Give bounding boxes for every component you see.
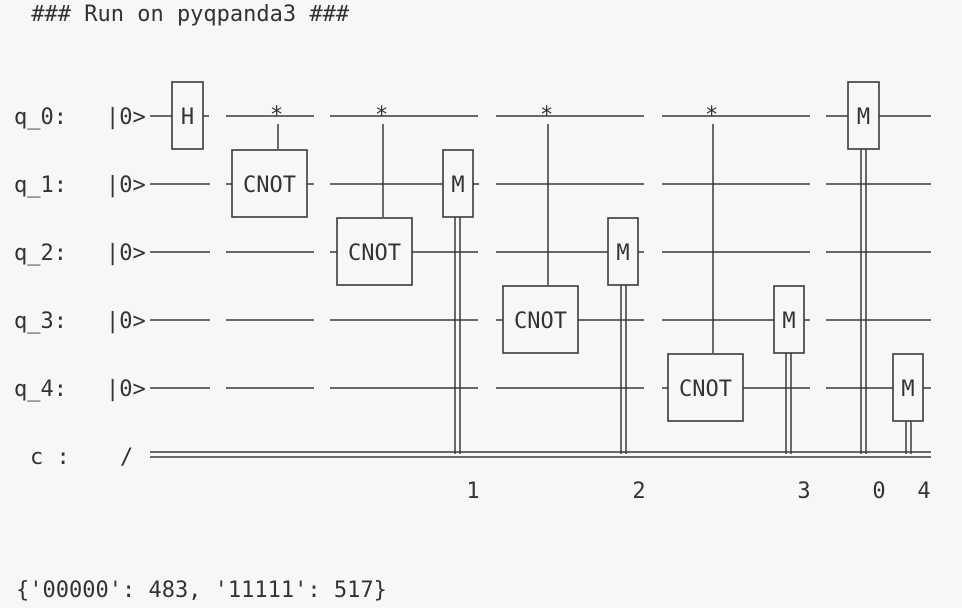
classical-wire [150,451,931,458]
cnot-gate-label: CNOT [514,309,567,334]
classical-bit-index: 3 [797,479,810,504]
qubit-label-q3: q_3: [14,309,67,334]
initial-state-q4: |0> [106,377,146,402]
initial-state-q1: |0> [106,173,146,198]
qubit-wires [150,115,931,389]
h-gate-q0: H [171,81,204,150]
control-dot-4: * [705,103,718,128]
classical-bit-index: 1 [466,479,479,504]
cnot-gate-label: CNOT [679,377,732,402]
cnot-gate-label: CNOT [243,173,296,198]
measure-gate-label: M [782,309,795,334]
classical-label: c : [30,445,70,470]
classical-bit-index: 0 [872,479,885,504]
cnot-gate-q0-q3: CNOT [502,285,579,354]
measure-gate-q1: M [442,149,474,218]
measure-gate-label: M [901,377,914,402]
measure-gate-label: M [616,241,629,266]
classical-register-marker: / [120,445,133,470]
control-dot-3: * [540,103,553,128]
measure-gate-q4: M [892,353,924,422]
qubit-label-q4: q_4: [14,377,67,402]
control-connectors [277,124,714,353]
initial-state-q3: |0> [106,309,146,334]
cnot-gate-label: CNOT [348,241,401,266]
qubit-label-q1: q_1: [14,173,67,198]
initial-state-q0: |0> [106,105,146,130]
circuit-diagram: q_0: q_1: q_2: q_3: q_4: c : / |0> |0> |… [14,81,931,504]
qubit-label-q0: q_0: [14,105,67,130]
cnot-gate-q0-q2: CNOT [336,217,413,286]
control-dot-2: * [375,103,388,128]
classical-bit-index: 4 [917,479,930,504]
classical-bit-index: 2 [632,479,645,504]
measure-gate-label: M [451,173,464,198]
control-dot-1: * [270,103,283,128]
measure-gate-label: M [857,105,870,130]
cnot-gate-q0-q4: CNOT [667,353,744,422]
cnot-gate-q0-q1: CNOT [231,149,308,218]
measure-gate-q3: M [773,285,805,354]
run-header: ### Run on pyqpanda3 ### [18,2,350,27]
measure-gate-q0: M [847,81,880,150]
qubit-label-q2: q_2: [14,241,67,266]
measurement-result: {'00000': 483, '11111': 517} [16,578,387,603]
initial-state-q2: |0> [106,241,146,266]
measurement-lines [454,149,912,454]
h-gate-label: H [181,105,194,130]
measure-gate-q2: M [607,217,639,286]
